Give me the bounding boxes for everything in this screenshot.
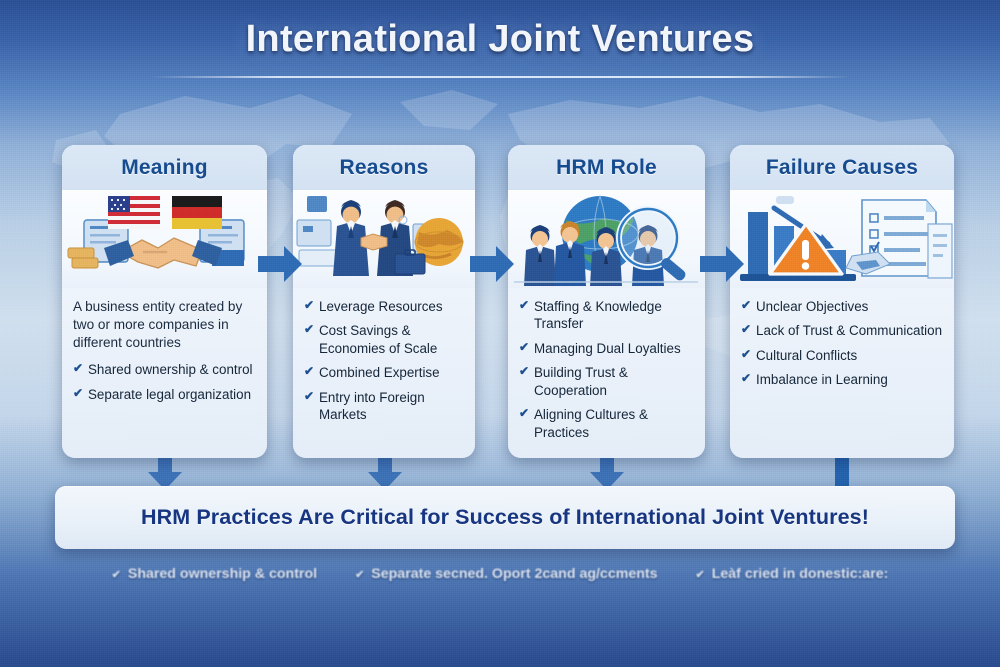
arrow-meaning-down-icon (148, 456, 182, 490)
list-item: ✔ Managing Dual Loyalties (519, 340, 694, 357)
list-item-label: Managing Dual Loyalties (534, 340, 681, 356)
card-header-reasons: Reasons (293, 145, 475, 190)
card-body-reasons: ✔ Leverage Resources ✔ Cost Savings & Econ… (293, 288, 475, 458)
check-icon: ✔ (111, 568, 121, 581)
check-icon: ✔ (304, 298, 315, 312)
handshake-flags-icon (67, 196, 245, 269)
list-item-label: Aligning Cultures & Practices (534, 407, 648, 440)
card-art-reasons (293, 190, 475, 288)
footer-row: ✔ Shared ownership & control ✔ Separate … (0, 566, 1000, 582)
footer-item: ✔ Leàf cried in donestic:are: (696, 566, 889, 582)
list-item-label: Shared ownership & control (88, 362, 253, 378)
card-title-hrm-role: HRM Role (556, 155, 657, 179)
check-icon: ✔ (304, 388, 315, 403)
card-body-hrm-role: ✔ Staffing & Knowledge Transfer ✔ Managing… (508, 288, 705, 458)
list-item: ✔ Cost Savings & Economies of Scale (304, 322, 464, 357)
footer-item-label: Separate secned. Oport 2cand ag/ccments (371, 566, 658, 582)
list-item-label: Building Trust & Cooperation (534, 365, 628, 398)
list-item: ✔ Shared ownership & control (73, 361, 256, 378)
list-item-label: Imbalance in Learning (756, 372, 888, 388)
summary-banner-text: HRM Practices Are Critical for Success o… (141, 505, 869, 529)
list-item: ✔ Aligning Cultures & Practices (519, 406, 694, 441)
bullet-list-failure-causes: ✔ Unclear Objectives ✔ Lack of Trust & Com… (741, 298, 943, 389)
summary-banner: HRM Practices Are Critical for Success o… (55, 486, 955, 549)
list-item-label: Cost Savings & Economies of Scale (319, 323, 438, 356)
check-icon: ✔ (304, 364, 315, 379)
list-item: ✔ Entry into Foreign Markets (304, 389, 464, 424)
list-item: ✔ Cultural Conflicts (741, 347, 943, 364)
card-failure-causes[interactable]: Failure Causes (730, 145, 954, 458)
bullet-list-meaning: ✔ Shared ownership & control ✔ Separate le… (73, 361, 256, 403)
check-icon: ✔ (741, 371, 752, 386)
check-icon: ✔ (519, 298, 530, 312)
list-item: ✔ Separate legal organization (73, 386, 256, 403)
list-item: ✔ Leverage Resources (304, 298, 464, 315)
card-title-reasons: Reasons (339, 155, 429, 179)
list-item: ✔ Staffing & Knowledge Transfer (519, 298, 694, 333)
card-body-failure-causes: ✔ Unclear Objectives ✔ Lack of Trust & Com… (730, 288, 954, 458)
arrow-reasons-to-hrm-role-icon (470, 246, 514, 282)
card-title-failure-causes: Failure Causes (765, 155, 919, 179)
list-item-label: Unclear Objectives (756, 299, 869, 314)
list-item: ✔ Combined Expertise (304, 364, 464, 381)
list-item: ✔ Lack of Trust & Communication (741, 322, 943, 339)
check-icon: ✔ (519, 406, 530, 421)
card-header-hrm-role: HRM Role (508, 145, 705, 190)
arrow-hrm-role-down-icon (590, 456, 624, 490)
footer-item-label: Shared ownership & control (127, 566, 318, 582)
check-icon: ✔ (741, 346, 752, 361)
card-reasons[interactable]: Reasons (293, 145, 475, 458)
footer-item-label: Leàf cried in donestic:are: (711, 566, 889, 582)
check-icon: ✔ (304, 322, 315, 337)
footer-item: ✔ Shared ownership & control (112, 566, 317, 582)
list-item: ✔ Building Trust & Cooperation (519, 364, 694, 399)
card-lead-meaning: A business entity created by two or more… (73, 299, 243, 351)
check-icon: ✔ (741, 298, 752, 312)
title-divider (150, 76, 850, 78)
businessmen-handshake-globe-icon (296, 196, 464, 276)
card-art-failure-causes (730, 190, 954, 288)
list-item-label: Leverage Resources (319, 299, 443, 314)
check-icon: ✔ (519, 339, 530, 354)
declining-bar-chart-warning-icon (740, 196, 953, 281)
card-hrm-role[interactable]: HRM Role (508, 145, 705, 458)
card-art-hrm-role (508, 190, 705, 288)
bullet-list-hrm-role: ✔ Staffing & Knowledge Transfer ✔ Managing… (519, 298, 694, 441)
list-item-label: Separate legal organization (88, 386, 252, 402)
check-icon: ✔ (741, 322, 752, 337)
card-body-meaning: A business entity created by two or more… (62, 288, 267, 458)
list-item-label: Staffing & Knowledge Transfer (534, 299, 662, 332)
check-icon: ✔ (519, 364, 530, 379)
check-icon: ✔ (355, 568, 365, 581)
page-title: International Joint Ventures (245, 18, 755, 60)
team-globe-magnifier-icon (514, 194, 698, 286)
card-header-meaning: Meaning (62, 145, 267, 190)
list-item: ✔ Unclear Objectives (741, 298, 943, 315)
check-icon: ✔ (73, 361, 84, 376)
card-title-meaning: Meaning (121, 155, 208, 179)
check-icon: ✔ (73, 385, 84, 400)
card-art-meaning (62, 190, 267, 288)
card-meaning[interactable]: Meaning (62, 145, 267, 458)
list-item-label: Entry into Foreign Markets (319, 389, 425, 423)
page-title-wrap: International Joint Ventures (0, 18, 1000, 61)
check-icon: ✔ (695, 568, 705, 581)
arrow-meaning-to-reasons-icon (258, 246, 302, 282)
bullet-list-reasons: ✔ Leverage Resources ✔ Cost Savings & Econ… (304, 298, 464, 424)
card-header-failure-causes: Failure Causes (730, 145, 954, 190)
list-item-label: Combined Expertise (319, 365, 440, 381)
footer-item: ✔ Separate secned. Oport 2cand ag/ccment… (355, 566, 657, 582)
list-item: ✔ Imbalance in Learning (741, 371, 943, 388)
arrow-reasons-down-icon (368, 456, 402, 490)
list-item-label: Lack of Trust & Communication (756, 323, 943, 339)
arrow-hrm-role-to-failure-causes-icon (700, 246, 744, 282)
list-item-label: Cultural Conflicts (756, 347, 858, 363)
